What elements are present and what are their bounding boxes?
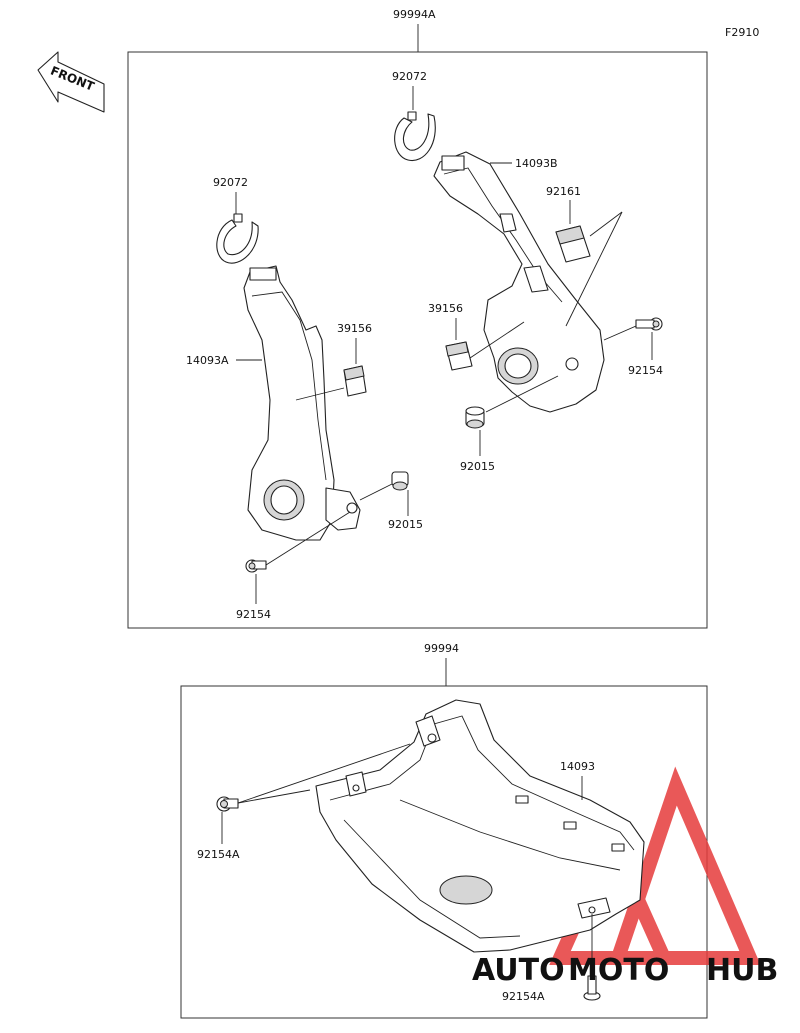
part-label-pad-extra: 92161	[546, 185, 581, 198]
part-label-bolt-right: 92154	[628, 364, 663, 377]
part-label-cover-left: 14093A	[186, 354, 229, 367]
part-label-clamp-left: 92072	[213, 176, 248, 189]
bolt-left-part	[245, 559, 267, 573]
part-label-cover-right: 14093B	[515, 157, 558, 170]
part-label-clamp-right: 92072	[392, 70, 427, 83]
assembly-lower-label: 99994	[424, 642, 459, 655]
collar-left-part	[391, 471, 409, 491]
part-label-collar-right: 92015	[460, 460, 495, 473]
bolt-lower-bottom-part	[583, 975, 601, 1001]
figure-code: F2910	[725, 26, 759, 39]
cover-left-part	[243, 265, 361, 541]
cover-right-part	[433, 151, 605, 413]
clamp-left-part	[216, 213, 259, 264]
part-label-pad-left: 39156	[337, 322, 372, 335]
pad-extra-part	[555, 225, 591, 263]
guard-part	[315, 699, 645, 953]
svg-text:MOTO: MOTO	[568, 953, 669, 988]
assembly-upper-label: 99994A	[393, 8, 436, 21]
part-label-guard: 14093	[560, 760, 595, 773]
part-label-bolt-left: 92154	[236, 608, 271, 621]
part-label-pad-right: 39156	[428, 302, 463, 315]
clamp-right-part	[394, 111, 436, 162]
part-label-bolt-lower-left: 92154A	[197, 848, 240, 861]
part-label-bolt-lower-bottom: 92154A	[502, 990, 545, 1003]
bolt-right-part	[635, 317, 663, 331]
watermark-text: AUTO MOTO HUB	[472, 953, 778, 988]
front-arrow-icon: FRONT	[37, 51, 105, 113]
pad-left-part	[343, 365, 367, 397]
part-label-collar-left: 92015	[388, 518, 423, 531]
bolt-lower-left-part	[216, 796, 239, 812]
svg-text:HUB: HUB	[706, 953, 778, 988]
svg-text:AUTO: AUTO	[472, 953, 565, 988]
pad-right-part	[445, 341, 473, 371]
assembly-upper-frame	[127, 51, 708, 629]
collar-right-part	[465, 406, 485, 429]
